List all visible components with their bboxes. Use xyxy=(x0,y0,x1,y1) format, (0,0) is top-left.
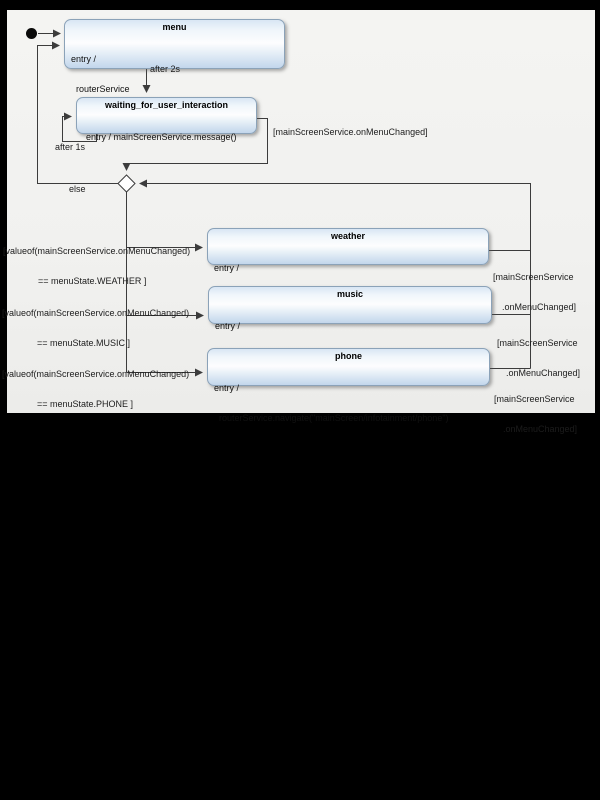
state-weather[interactable]: weather entry / routerService.navigate("… xyxy=(207,228,489,303)
state-phone-title: phone xyxy=(335,351,362,361)
label-waiting-on-menu-changed: [mainScreenService.onMenuChanged] xyxy=(273,127,428,137)
label-guard-music: [valueof(mainScreenService.onMenuChanged… xyxy=(2,288,189,368)
label-after-1s: after 1s xyxy=(55,142,86,152)
label-guard-music-line2: == menuState.MUSIC ] xyxy=(37,338,131,348)
initial-state-dot xyxy=(26,28,37,39)
label-after-2s: after 2s xyxy=(150,64,181,74)
label-phone-on-menu-changed-line2: .onMenuChanged] xyxy=(503,424,578,434)
label-weather-on-menu-changed-line2: .onMenuChanged] xyxy=(502,302,577,312)
state-weather-title: weather xyxy=(330,231,365,241)
state-menu[interactable]: menu entry / routerService .navigate("ma… xyxy=(64,19,285,124)
state-waiting-title: waiting_for_user_interaction xyxy=(104,100,229,110)
label-phone-on-menu-changed-line1: [mainScreenService xyxy=(494,394,575,404)
diagram-canvas xyxy=(7,10,595,413)
state-waiting-entry-line: entry / mainScreenService.message() xyxy=(86,132,237,142)
state-menu-title: menu xyxy=(162,22,187,32)
state-music-title: music xyxy=(336,289,363,299)
connector-layer xyxy=(26,28,531,377)
label-guard-phone-line1: [valueof(mainScreenService.onMenuChanged… xyxy=(2,369,190,379)
label-music-on-menu-changed: [mainScreenService .onMenuChanged] xyxy=(497,318,580,398)
label-guard-weather: [valueof(mainScreenService.onMenuChanged… xyxy=(3,226,190,306)
transition-back-to-choice xyxy=(139,179,531,369)
state-weather-entry-line: entry / xyxy=(214,263,240,273)
label-else: else xyxy=(69,184,86,194)
state-phone-entry-line: entry / xyxy=(214,383,240,393)
state-music-entry-line: entry / xyxy=(215,321,241,331)
label-guard-weather-line2: == menuState.WEATHER ] xyxy=(38,276,147,286)
label-guard-phone: [valueof(mainScreenService.onMenuChanged… xyxy=(2,349,189,429)
state-waiting-for-user-interaction[interactable]: waiting_for_user_interaction entry / mai… xyxy=(76,97,257,142)
state-music[interactable]: music entry / routerService.navigate("ma… xyxy=(208,286,492,361)
label-music-on-menu-changed-line2: .onMenuChanged] xyxy=(506,368,581,378)
label-music-on-menu-changed-line1: [mainScreenService xyxy=(497,338,578,348)
transition-else xyxy=(37,41,118,184)
label-guard-music-line1: [valueof(mainScreenService.onMenuChanged… xyxy=(2,308,190,318)
label-weather-on-menu-changed-line1: [mainScreenService xyxy=(493,272,574,282)
label-phone-on-menu-changed: [mainScreenService .onMenuChanged] xyxy=(494,374,577,454)
label-weather-on-menu-changed: [mainScreenService .onMenuChanged] xyxy=(493,252,576,332)
choice-pseudostate xyxy=(117,174,136,193)
state-phone[interactable]: phone entry / routerService.navigate("ma… xyxy=(207,348,490,423)
state-menu-entry-line: routerService xyxy=(71,84,130,94)
state-menu-entry-line: entry / xyxy=(71,54,97,64)
label-guard-weather-line1: [valueof(mainScreenService.onMenuChanged… xyxy=(3,246,191,256)
transition-waiting-to-choice xyxy=(122,118,268,171)
label-guard-phone-line2: == menuState.PHONE ] xyxy=(37,399,134,409)
state-phone-entry-line: routerService.navigate("mainScreen/infot… xyxy=(214,413,449,423)
transition-after-1s-selfloop xyxy=(62,112,97,142)
